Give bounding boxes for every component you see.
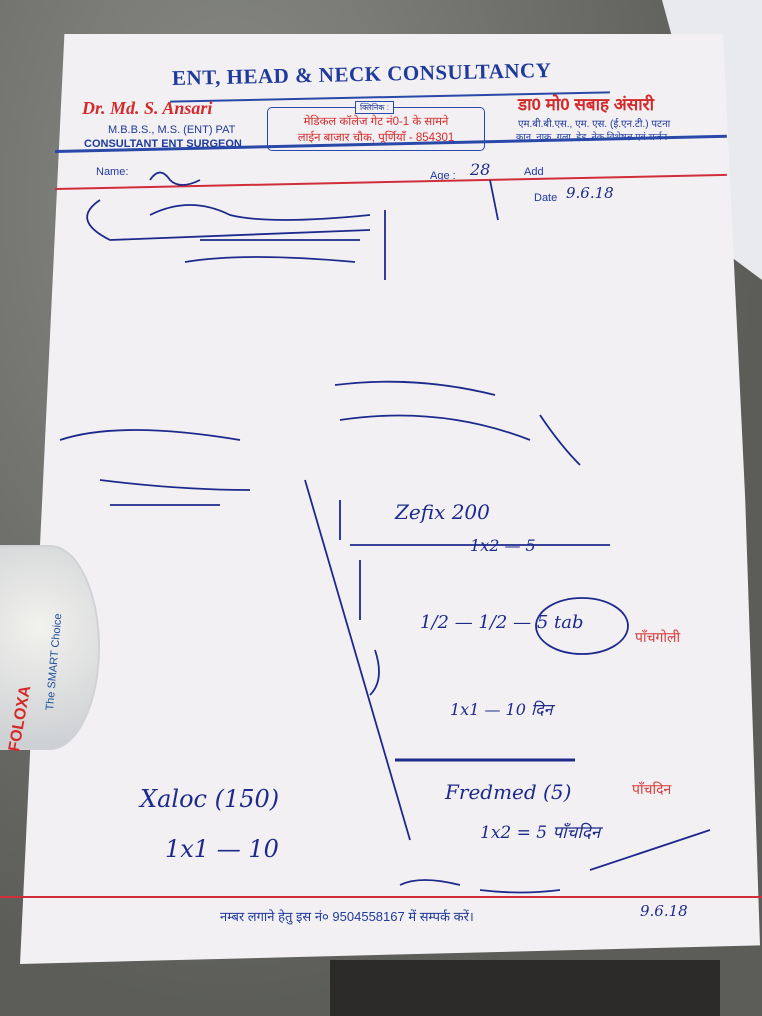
footer-contact: नम्बर लगाने हेतु इस नं० 9504558167 में स… <box>220 909 474 924</box>
qualifications-hi: एम.बी.बी.एस., एम. एस. (ई.एन.टी.) पटना <box>518 119 671 130</box>
doctor-name-en: Dr. Md. S. Ansari <box>82 98 213 118</box>
age-value: 28 <box>470 160 491 179</box>
footer-divider <box>0 896 762 898</box>
address-label: Add <box>524 166 544 178</box>
dark-object <box>330 960 720 1016</box>
rx-item-7: Xaloc (150) <box>140 785 280 813</box>
rx-item-3: 1/2 — 1/2 — 5 tab <box>420 612 584 633</box>
red-note-2: पाँचदिन <box>632 781 672 797</box>
rx-item-2: 1x2 — 5 <box>470 536 536 555</box>
date-label: Date <box>534 192 558 204</box>
rx-item-4: 1x1 — 10 दिन <box>450 700 553 719</box>
doctor-name-hi: डा0 मो0 सबाह अंसारी <box>518 95 655 114</box>
name-label: Name: <box>96 166 129 178</box>
coaster <box>0 545 100 750</box>
rx-item-1: Zefix 200 <box>395 500 490 524</box>
rx-item-8: 1x1 — 10 <box>165 835 279 863</box>
red-note-1: पाँचगोली <box>635 629 681 645</box>
clinic-tag: क्लिनिक : <box>355 101 394 114</box>
prescription-sheet <box>20 34 760 964</box>
clinic-line1: मेडिकल कॉलेज गेट नं0-1 के सामने <box>303 116 449 128</box>
rx-item-6: 1x2 = 5 पाँचदिन <box>480 823 601 843</box>
clinic-address-box: मेडिकल कॉलेज गेट नं0-1 के सामने लाईन बाज… <box>267 107 485 151</box>
qualifications-en: M.B.B.S., M.S. (ENT) PAT <box>108 124 236 136</box>
date-value: 9.6.18 <box>566 184 614 202</box>
signature-date: 9.6.18 <box>640 902 688 920</box>
rx-item-5: Fredmed (5) <box>445 780 572 804</box>
